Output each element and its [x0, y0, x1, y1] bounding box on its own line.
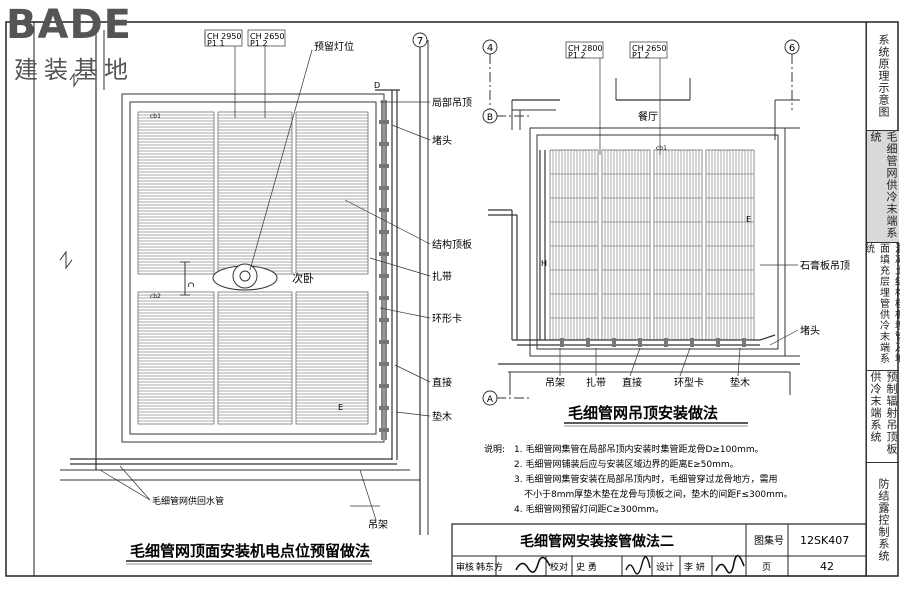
cb-mark-left-2: cb2	[150, 293, 161, 300]
dim-e-left: E	[338, 403, 343, 412]
review-label: 审核	[456, 561, 474, 573]
callout-end-cap-right: 堵头	[800, 324, 820, 337]
right-room-label: 餐厅	[638, 110, 658, 123]
right-manifold-pipes	[488, 150, 775, 345]
side-tab-system-diagram[interactable]: 系统原理示意图	[866, 22, 899, 130]
axis-7-label: 7	[417, 36, 423, 47]
design-label: 设计	[656, 561, 674, 573]
callout-direct-joint-right: 直接	[622, 376, 642, 389]
reviewer-name: 韩东方	[476, 561, 503, 573]
notes-heading: 说明:	[484, 443, 505, 455]
callout-ring-clamp: 环形卡	[432, 312, 462, 325]
callout-supply-return-pipe: 毛细管网供回水管	[152, 495, 224, 507]
callout-local-ceiling: 局部吊顶	[432, 96, 472, 109]
bade-logo-chinese: 建装基地	[14, 50, 134, 85]
right-capillary-tubes	[550, 150, 754, 340]
note-4: 4. 毛细管网预留灯间距C≥300mm。	[514, 503, 664, 515]
callout-lamp-reserve: 预留灯位	[314, 40, 354, 53]
callout-end-cap: 堵头	[432, 134, 452, 147]
side-tab-label: 系统原理示意图	[875, 34, 891, 118]
left-tag-2-line2: P1 2	[250, 39, 268, 48]
left-pipe-clips	[379, 120, 389, 432]
side-tab-concrete-slab[interactable]: 混凝土结构楼板埋管及地面填充层埋管供冷末端系统	[866, 242, 899, 371]
side-tab-radiant-panel[interactable]: 预制辐射吊顶板供冷末端系统	[866, 370, 899, 463]
checker-signature	[626, 557, 650, 574]
page-number: 42	[820, 560, 834, 573]
bade-logo: BADE	[6, 2, 132, 48]
sheet-main-title: 毛细管网安装接管做法二	[520, 533, 674, 550]
cb-mark-right: cb1	[656, 145, 667, 152]
left-tag-1-line2: P1 1	[207, 39, 225, 48]
callout-cable-tie: 扎带	[432, 270, 452, 283]
note-3: 3. 毛细管网集管安装在局部吊顶内时，毛细管穿过龙骨地方，需用	[514, 473, 777, 485]
side-tab-capillary[interactable]: 毛细管网供冷末端系统	[866, 130, 899, 243]
page-label: 页	[762, 562, 771, 573]
side-tab-anti-condensation[interactable]: 防结露控制系统	[866, 462, 899, 577]
dim-h-right: H	[541, 259, 547, 268]
atlas-label: 图集号	[754, 534, 784, 547]
dim-c-left: C	[186, 282, 195, 288]
right-drawing-title: 毛细管网吊顶安装做法	[568, 404, 718, 422]
designer-signature	[716, 556, 744, 573]
right-plan	[490, 54, 800, 398]
designer-name: 李 妍	[684, 561, 705, 573]
callout-hanger-right: 吊架	[545, 377, 565, 389]
callout-ring-clamp-right: 环型卡	[674, 376, 704, 389]
check-label: 校对	[550, 561, 568, 573]
note-1: 1. 毛细管网集管在局部吊顶内安装时集管距龙骨D≥100mm。	[514, 443, 764, 455]
side-tab-label: 防结露控制系统	[875, 478, 891, 562]
side-tab-label: 预制辐射吊顶板供冷末端系统	[867, 371, 899, 463]
right-tag-1-line2: P1 2	[568, 51, 586, 60]
axis-6-label: 6	[789, 43, 795, 54]
right-pipe-clips	[560, 338, 746, 347]
right-capillary-panels	[550, 150, 754, 340]
axis-b-label: B	[487, 113, 493, 123]
atlas-number: 12SK407	[800, 534, 849, 547]
checker-name: 史 勇	[576, 561, 597, 573]
side-tab-label: 毛细管网供冷末端系统	[867, 131, 899, 243]
side-tab-label: 混凝土结构楼板埋管及地面填充层埋管供冷末端系统	[861, 243, 900, 371]
note-2: 2. 毛细管网铺装后应与安装区域边界的距离E≥50mm。	[514, 458, 739, 470]
axis-a-label: A	[487, 395, 494, 405]
cb-mark-left-1: cb1	[150, 113, 161, 120]
left-drawing-title: 毛细管网顶面安装机电点位预留做法	[130, 542, 370, 560]
callout-hanger: 吊架	[368, 519, 388, 531]
note-3b: 不小于8mm厚垫木垫在龙骨与顶板之间，垫木的间距F≤300mm。	[524, 488, 793, 500]
callout-wood-pad-right: 垫木	[730, 376, 750, 389]
callout-direct-joint: 直接	[432, 376, 452, 389]
reviewer-signature	[516, 557, 550, 572]
right-tag-2-line2: P1 2	[632, 51, 650, 60]
callout-structural-slab: 结构顶板	[432, 238, 472, 251]
dim-d-left: D	[374, 81, 380, 90]
callout-wood-pad: 垫木	[432, 410, 452, 423]
callout-gypsum-ceiling: 石膏板吊顶	[800, 259, 850, 272]
axis-4-label: 4	[487, 43, 493, 54]
callout-cable-tie-right: 扎带	[586, 376, 606, 389]
dim-e-right: E	[746, 215, 751, 224]
left-room-label: 次卧	[292, 271, 314, 285]
